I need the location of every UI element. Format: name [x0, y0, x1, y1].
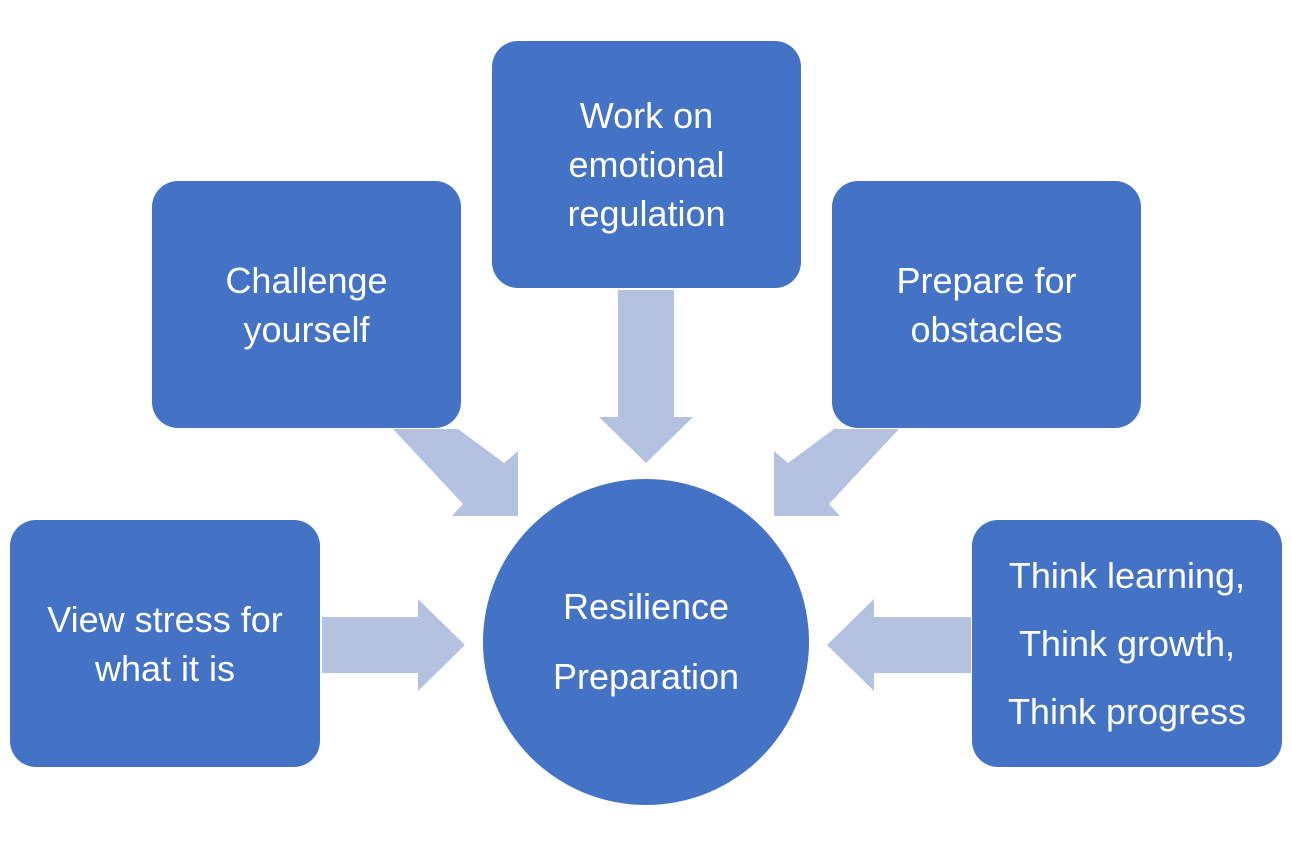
arrow-down-icon [599, 290, 693, 463]
node-text-line: yourself [243, 308, 370, 350]
node-text-line: Think progress [1007, 690, 1247, 732]
node-text-line: View stress for [47, 598, 283, 640]
arrow-right-icon [322, 599, 465, 691]
node-emotional-regulation: Work on emotional regulation [492, 41, 801, 288]
arrow-down-right-icon [393, 429, 518, 516]
arrow-down-left-icon [774, 429, 899, 516]
node-text-line: Challenge [225, 259, 388, 301]
node-text-line: emotional [568, 144, 725, 185]
node-text-line: obstacles [910, 308, 1063, 350]
node-text-line: Think growth, [1018, 622, 1236, 664]
node-challenge-yourself: Challenge yourself [152, 181, 461, 428]
hub-resilience-preparation: Resilience Preparation [483, 479, 809, 805]
hub-text-line: Resilience [562, 586, 730, 627]
node-prepare-obstacles: Prepare for obstacles [832, 181, 1141, 428]
hub-text-line: Preparation [552, 656, 740, 697]
arrow-left-icon [827, 599, 971, 691]
node-think-growth: Think learning, Think growth, Think prog… [972, 520, 1282, 767]
node-text-line: what it is [94, 647, 236, 689]
node-text-line: Work on [579, 95, 714, 136]
node-view-stress: View stress for what it is [10, 520, 320, 767]
node-text-line: regulation [567, 193, 726, 234]
node-text-line: Think learning, [1008, 554, 1246, 596]
node-text-line: Prepare for [896, 259, 1077, 301]
